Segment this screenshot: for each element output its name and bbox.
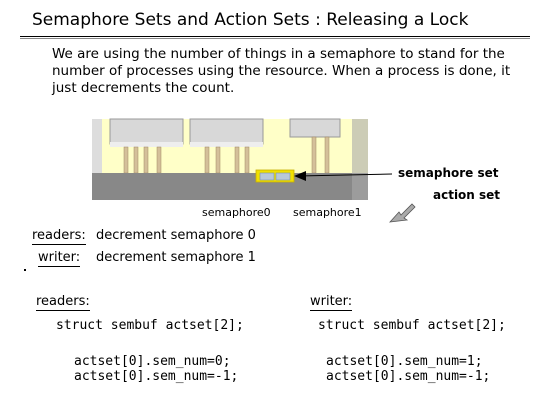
semaphore1-label: semaphore1 <box>293 206 362 219</box>
title-separator: : <box>315 10 321 30</box>
writer-code-line2: actset[0].sem_num=-1; <box>326 369 491 384</box>
title-sub: Releasing a Lock <box>326 10 469 30</box>
semaphore-set-label: semaphore set <box>398 166 499 180</box>
stray-dot <box>24 269 26 271</box>
title-rule <box>20 36 530 37</box>
semaphore0-label: semaphore0 <box>202 206 271 219</box>
semaphore-slab-side <box>352 119 368 200</box>
semaphore-slab <box>92 173 368 200</box>
writer-code-decl: struct sembuf actset[2]; <box>318 318 506 333</box>
writer-code-line1: actset[0].sem_num=1; <box>326 354 483 369</box>
title-main: Semaphore Sets and Action Sets <box>32 10 310 30</box>
readers-code-line2: actset[0].sem_num=-1; <box>74 369 239 384</box>
readers-code-line1: actset[0].sem_num=0; <box>74 354 231 369</box>
process-box-1 <box>109 118 184 147</box>
intro-paragraph: We are using the number of things in a s… <box>52 46 511 96</box>
semaphore1-cell <box>275 172 291 181</box>
writer-action-text: decrement semaphore 1 <box>96 250 256 265</box>
semaphore0-cell <box>259 172 275 181</box>
page-title: Semaphore Sets and Action Sets : Releasi… <box>32 10 468 30</box>
readers-action-label-text: readers: <box>32 228 86 245</box>
semaphore-set-arrow <box>294 171 393 181</box>
process-box-2 <box>189 118 264 147</box>
process-box-3 <box>289 118 341 138</box>
action-set-label: action set <box>433 188 501 202</box>
readers-action-label: readers: <box>32 228 86 245</box>
diagram-left-margin <box>92 119 102 189</box>
readers-code-heading: readers: <box>36 294 90 311</box>
readers-action-text: decrement semaphore 0 <box>96 228 256 243</box>
writer-code-heading: writer: <box>310 294 353 311</box>
writer-action-label: writer: <box>38 250 81 267</box>
readers-code-decl: struct sembuf actset[2]; <box>56 318 244 333</box>
title-rule-shadow <box>20 38 530 39</box>
writer-action-label-text: writer: <box>38 250 81 267</box>
action-set-arrow <box>388 203 416 223</box>
